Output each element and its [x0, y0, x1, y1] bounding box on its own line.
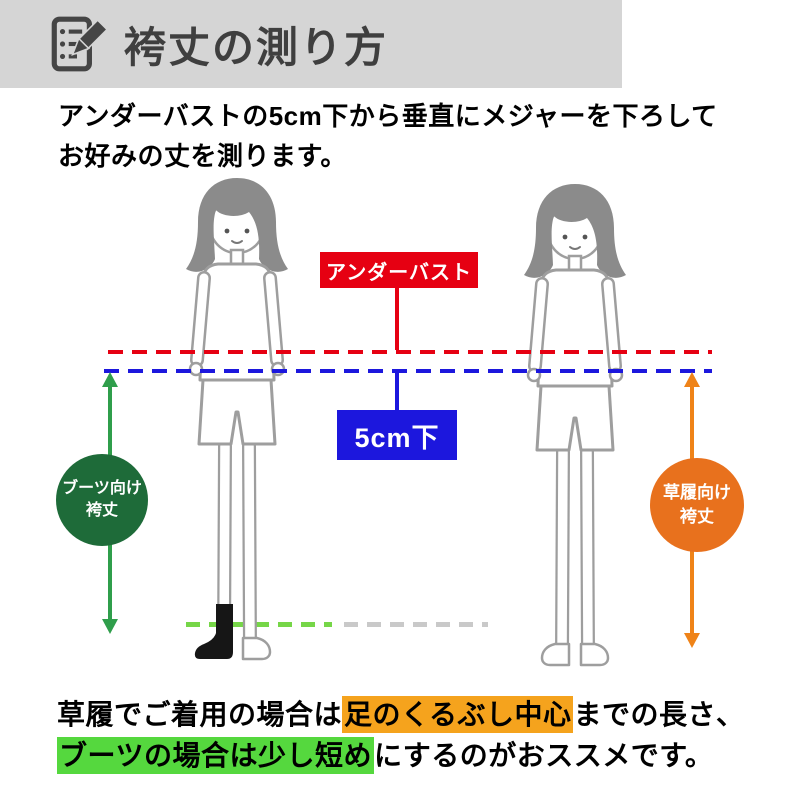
boots-badge-line1: ブーツ向け [62, 479, 142, 497]
zori-badge-line1: 草履向け [663, 483, 731, 503]
footer-line1-pre: 草履でご着用の場合は [57, 699, 343, 730]
footer-note: 草履でご着用の場合は足のくるぶし中心までの長さ、 ブーツの場合は少し短めにするの… [57, 694, 767, 777]
underbust-connector [395, 288, 399, 350]
five-cm-connector [395, 373, 399, 410]
figure-woman-zori [524, 184, 626, 667]
boots-length-badge: ブーツ向け 袴丈 [56, 454, 148, 546]
footer-line2-post: にするのがおススメです。 [373, 740, 714, 772]
underbust-label: アンダーバスト [320, 252, 478, 288]
five-cm-below-dash-line [104, 369, 712, 373]
hair [186, 178, 288, 272]
footer-line1-post: までの長さ、 [573, 699, 745, 730]
page-title: 袴丈の測り方 [124, 23, 389, 71]
underbust-label-text: アンダーバスト [326, 261, 472, 284]
figure-woman-boots [186, 178, 288, 661]
zori-badge-line2: 袴丈 [680, 507, 714, 526]
hair [524, 184, 626, 278]
footer-line2-highlight: ブーツの場合は少し短め [57, 737, 374, 775]
header-bar: 袴丈の測り方 [0, 0, 622, 88]
five-cm-label-text: 5cm下 [354, 422, 440, 453]
boots-length-dash-line [186, 622, 332, 627]
footer-line1-highlight: 足のくるぶし中心 [342, 696, 574, 733]
intro-text: アンダーバストの5cm下から垂直にメジャーを下ろして お好みの丈を測ります。 [58, 96, 758, 177]
black-boot [194, 604, 233, 659]
boots-badge-line2: 袴丈 [85, 502, 118, 519]
intro-line-1: アンダーバストの5cm下から垂直にメジャーを下ろして [58, 101, 718, 131]
underbust-dash-line [108, 350, 712, 354]
five-cm-label: 5cm下 [337, 410, 457, 460]
intro-line-2: お好みの丈を測ります。 [58, 141, 347, 172]
memo-pencil-icon [51, 16, 108, 72]
zori-length-badge: 草履向け 袴丈 [650, 458, 744, 552]
ankle-reference-dash-line [344, 622, 488, 627]
